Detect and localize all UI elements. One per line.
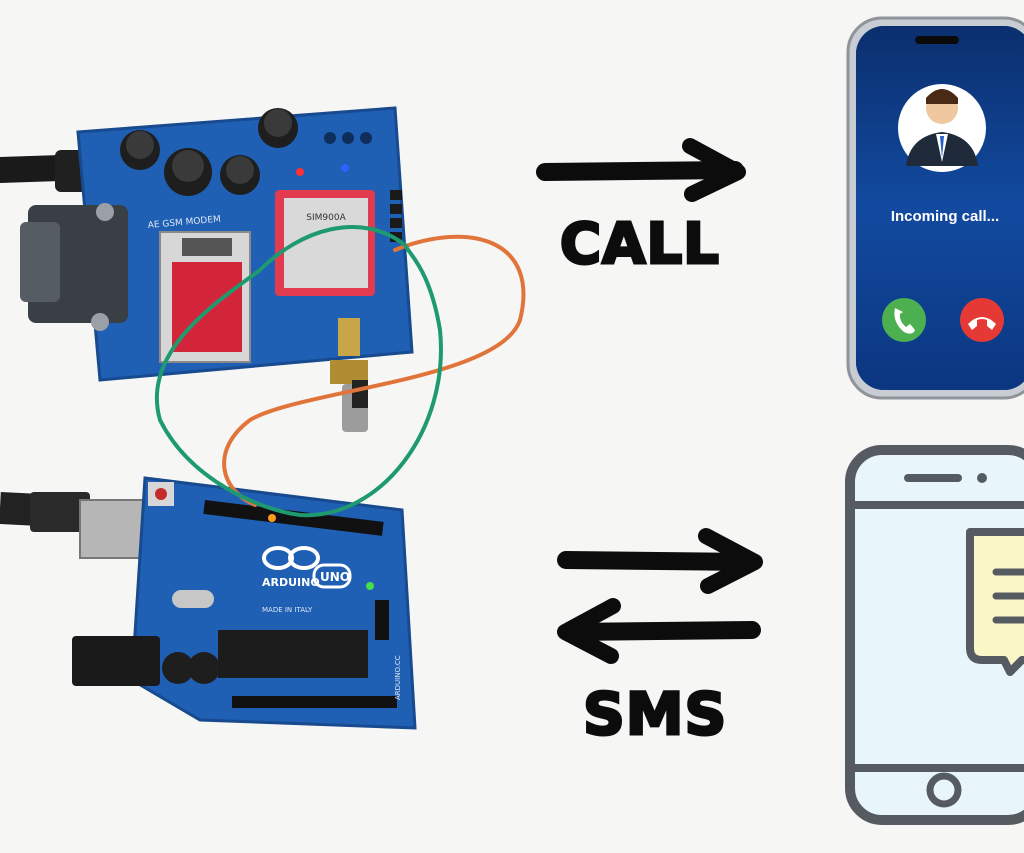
arduino-uno-board: ARDUINO UNO MADE IN ITALY ARDUINO.CC: [0, 476, 417, 730]
phone-decline-icon: [960, 298, 1004, 342]
home-button-icon: [926, 772, 962, 808]
arduino-made-in: MADE IN ITALY: [262, 606, 313, 614]
gsm-chip-text: SIM900A: [306, 213, 346, 223]
message-bubble-icon: [966, 528, 1024, 676]
arrow-left-icon: [557, 598, 761, 664]
arrow-right-icon: [557, 528, 763, 594]
arduino-brand: ARDUINO: [262, 576, 320, 589]
arduino-model: UNO: [320, 570, 350, 584]
sms-phone: [845, 445, 1024, 825]
gsm-modem-board: SIM900A AE GSM MODEM: [0, 106, 414, 432]
call-label: CALL: [559, 211, 721, 279]
user-avatar-icon: [898, 84, 986, 172]
arduino-logo: [262, 546, 352, 589]
incoming-call-text: Incoming call...: [890, 208, 1000, 225]
arrow-right-icon: [536, 138, 746, 202]
sms-label: SMS: [581, 679, 728, 750]
jumper-wires: [155, 224, 526, 518]
capacitor: [120, 108, 298, 196]
phone-accept-icon: [882, 298, 926, 342]
arduino-site: ARDUINO.CC: [394, 655, 402, 700]
incoming-call-phone: [846, 16, 1024, 400]
